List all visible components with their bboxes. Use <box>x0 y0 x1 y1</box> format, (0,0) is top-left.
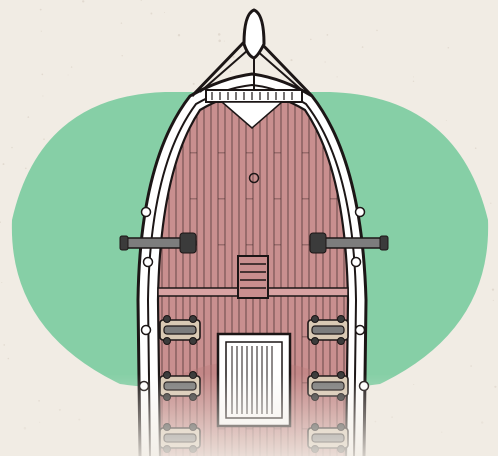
bottom-fade <box>0 0 498 456</box>
ship-illustration <box>0 0 498 456</box>
ship-scene <box>0 0 498 456</box>
